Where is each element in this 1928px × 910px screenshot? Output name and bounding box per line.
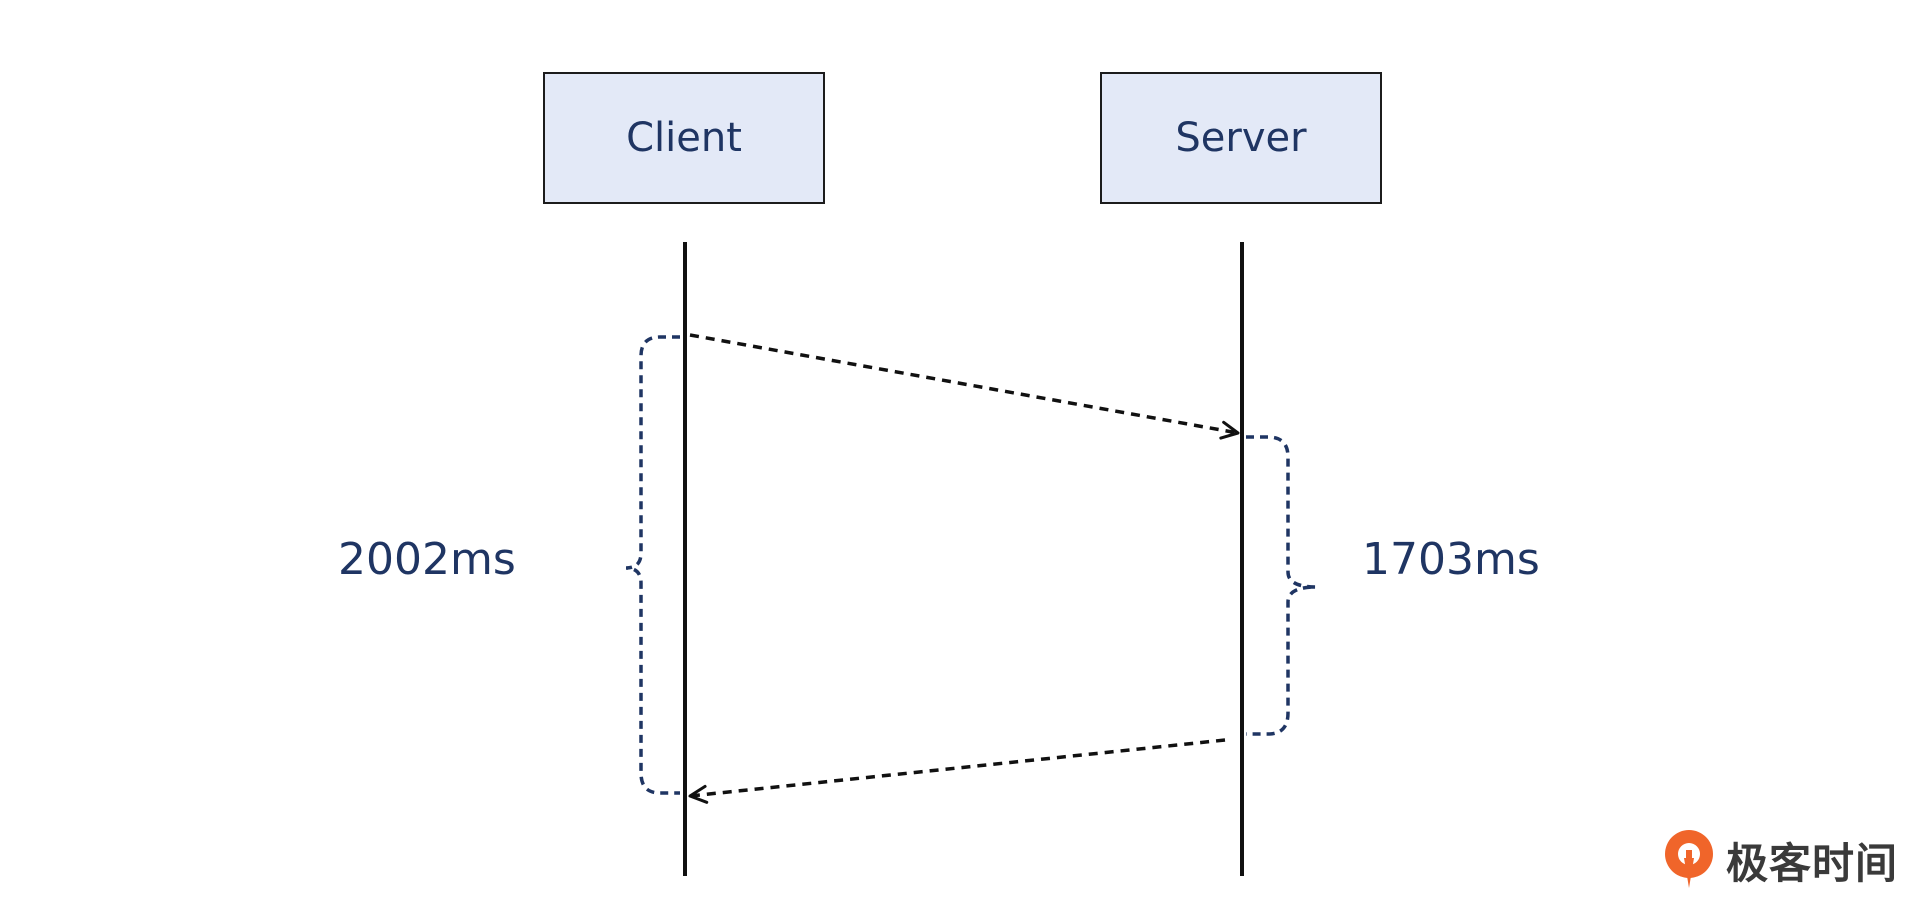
geektime-logo-text: 极客时间 xyxy=(1726,838,1899,888)
server-actor-box: Server xyxy=(1100,72,1382,204)
server-actor-label: Server xyxy=(1175,115,1307,161)
request-arrow xyxy=(689,333,1240,440)
client-actor-box: Client xyxy=(543,72,825,204)
geektime-logo-icon xyxy=(1665,830,1713,888)
server-duration-label: 1703ms xyxy=(1362,534,1540,585)
server-duration-brace xyxy=(1246,435,1317,736)
geektime-logo: 极客时间 xyxy=(1662,828,1898,892)
response-arrow xyxy=(688,738,1226,804)
client-duration-brace xyxy=(625,335,680,795)
client-duration-label: 2002ms xyxy=(338,534,516,585)
client-actor-label: Client xyxy=(626,115,742,161)
